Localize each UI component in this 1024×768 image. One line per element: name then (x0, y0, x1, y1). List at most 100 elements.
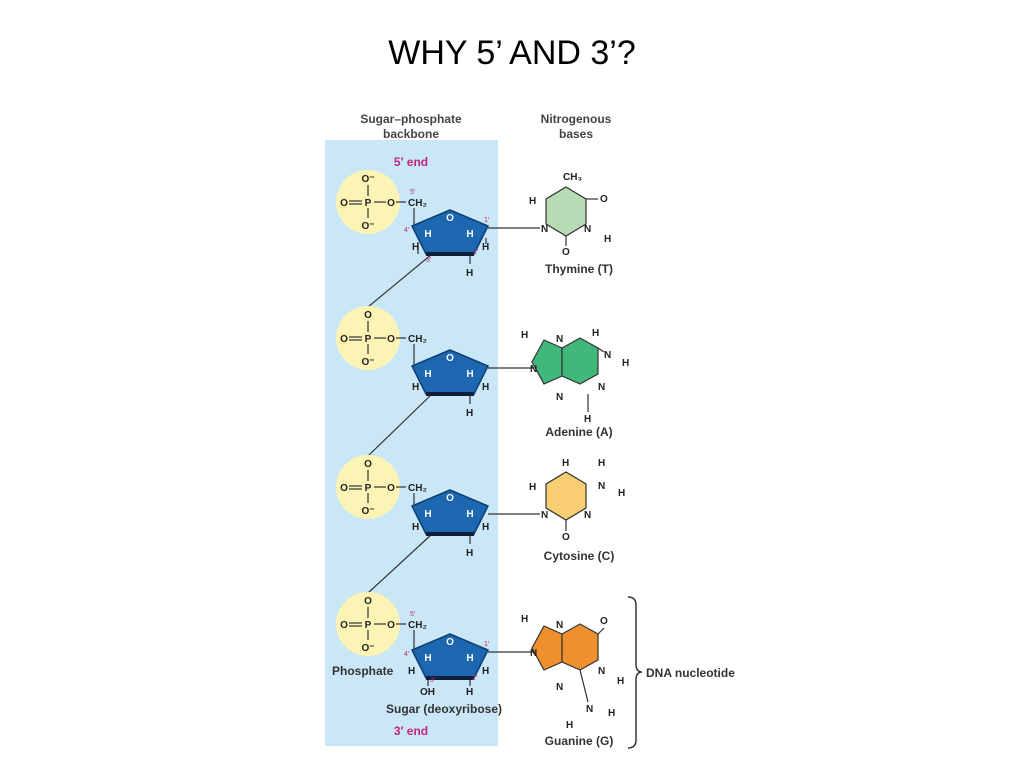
backbone-header-line1: Sugar–phosphate (360, 112, 462, 126)
five-prime-end-label: 5′ end (394, 155, 428, 169)
guanine-h-amino-2: H (566, 720, 573, 731)
adenine-h-amino-1: H (592, 328, 599, 339)
slide-title: WHY 5’ AND 3’? (388, 34, 636, 72)
backbone-link-3 (367, 533, 433, 594)
guanine-n1: N (598, 666, 605, 677)
ring-h-left: H (424, 369, 431, 380)
carbon-4-label: 4′ (404, 651, 410, 658)
bases-header-line1: Nitrogenous (541, 112, 612, 126)
guanine-n3: N (556, 682, 563, 693)
carbon-3-label: 3′ (430, 677, 436, 684)
phosphate-o-top: O⁻ (361, 174, 374, 185)
c1-h: H (482, 242, 489, 253)
nucleotide-4: O O P O O⁻ CH₂ 5′ O H H 4′ 1′ 3′ 2′ H H … (336, 592, 624, 748)
thymine-ch3: CH₃ (563, 172, 582, 183)
nucleotide-3: O O P O O⁻ CH₂ O H H H H H H H N H H N N… (336, 455, 625, 563)
phosphate-o-left: O (340, 620, 348, 631)
c1-h: H (482, 522, 489, 533)
thymine-n1: N (541, 224, 548, 235)
ring-h-left: H (424, 509, 431, 520)
ring-h-right: H (466, 229, 473, 240)
guanine-n7: N (556, 620, 563, 631)
guanine-n9: N (530, 648, 537, 659)
phosphate-p: P (365, 620, 372, 631)
guanine-co-bond (597, 627, 605, 635)
c2-h-down: H (466, 408, 473, 419)
thymine-n3: N (584, 224, 591, 235)
phosphate-o-top: O (364, 596, 372, 607)
phosphate-o-right: O (387, 483, 395, 494)
guanine-h-top: H (521, 614, 528, 625)
base-name-thymine: Thymine (T) (545, 262, 613, 276)
guanine-six-ring (561, 623, 599, 671)
three-prime-end-label: 3′ end (394, 724, 428, 738)
phosphate-label: Phosphate (332, 664, 394, 678)
c2-h-down: H (466, 268, 473, 279)
adenine-n1: N (598, 382, 605, 393)
cytosine-o-bottom: O (562, 532, 570, 543)
phosphate-circle (336, 306, 400, 370)
ring-oxygen: O (446, 213, 454, 224)
sugar-label: Sugar (deoxyribose) (386, 702, 502, 716)
ring-h-right: H (466, 653, 473, 664)
adenine-n7: N (556, 334, 563, 345)
phosphate-o-top: O (364, 310, 372, 321)
phosphate-o-bottom: O⁻ (361, 357, 374, 368)
cytosine-ring (545, 471, 587, 521)
guanine-n-amino: N (586, 704, 593, 715)
guanine-five-ring (531, 625, 563, 671)
c3-oh: OH (420, 687, 435, 698)
nucleotide-2: O O P O O⁻ CH₂ O H H H H H H N N N H H N… (336, 306, 629, 439)
cytosine-n1: N (541, 510, 548, 521)
thymine-h-n3: H (604, 234, 611, 245)
ring-oxygen: O (446, 493, 454, 504)
c3-h: H (408, 666, 415, 677)
adenine-five-ring (531, 339, 563, 385)
ring-oxygen: O (446, 637, 454, 648)
c3-h: H (412, 242, 419, 253)
ring-h-left: H (424, 229, 431, 240)
c1-h: H (482, 666, 489, 677)
c3-h: H (412, 522, 419, 533)
cytosine-h-amino-1: H (598, 458, 605, 469)
base-name-guanine: Guanine (G) (545, 734, 614, 748)
adenine-n9: N (530, 364, 537, 375)
adenine-h-top: H (521, 330, 528, 341)
ring-h-right: H (466, 509, 473, 520)
phosphate-o-right: O (387, 198, 395, 209)
ch2-group: CH₂ (408, 483, 427, 494)
phosphate-p: P (365, 198, 372, 209)
c2-h-down: H (466, 548, 473, 559)
carbon-2-label: 2′ (472, 675, 478, 682)
ch2-group: CH₂ (408, 334, 427, 345)
ring-h-left: H (424, 653, 431, 664)
bases-header-line2: bases (559, 127, 593, 141)
ch2-group: CH₂ (408, 198, 427, 209)
phosphate-p: P (365, 334, 372, 345)
carbon-5-label: 5′ (410, 189, 416, 196)
cytosine-h-top: H (562, 458, 569, 469)
phosphate-circle (336, 170, 400, 234)
phosphate-o-bottom: O⁻ (361, 643, 374, 654)
guanine-amino-bond (579, 669, 589, 703)
carbon-3-label: 3′ (426, 257, 432, 264)
c1-h: H (482, 382, 489, 393)
phosphate-circle (336, 592, 400, 656)
backbone-header-line2: backbone (383, 127, 439, 141)
phosphate-o-right: O (387, 620, 395, 631)
nucleotide-1: O⁻ O P O O⁻ CH₂ 5′ O H H 4′ 1′ 3′ 2′ H H… (336, 170, 613, 279)
guanine-h-amino-1: H (608, 708, 615, 719)
c2-h-down: H (466, 687, 473, 698)
backbone-link-1 (367, 253, 433, 308)
ring-oxygen: O (446, 353, 454, 364)
phosphate-o-right: O (387, 334, 395, 345)
guanine-o-top: O (600, 616, 608, 627)
phosphate-o-left: O (340, 198, 348, 209)
ring-h-right: H (466, 369, 473, 380)
carbon-1-label: 1′ (484, 641, 490, 648)
phosphate-o-bottom: O⁻ (361, 221, 374, 232)
dna-nucleotide-label: DNA nucleotide (646, 666, 735, 680)
cytosine-h-left: H (529, 482, 536, 493)
carbon-4-label: 4′ (404, 227, 410, 234)
